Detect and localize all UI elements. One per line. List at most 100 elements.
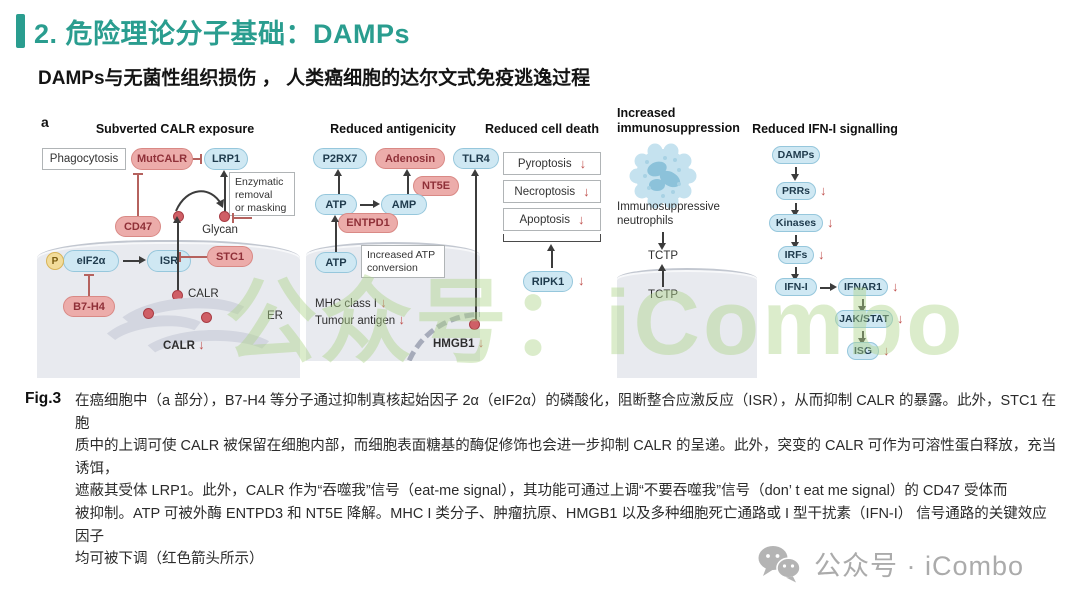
arrow-line — [123, 260, 139, 262]
down-arrow-icon — [892, 280, 899, 293]
arrow-down-icon — [791, 210, 799, 217]
arrow-down-icon — [858, 306, 866, 313]
pill-damps: DAMPs — [772, 146, 820, 164]
inhibition-line — [181, 256, 207, 258]
pill-nt5e: NT5E — [413, 176, 459, 196]
arrow-down-icon — [791, 174, 799, 181]
arrow-up-icon — [547, 244, 555, 251]
panel-title-cell-death: Reduced cell death — [485, 122, 599, 136]
pill-irfs: IRFs — [778, 246, 814, 264]
glycan-transfer-arrow — [175, 190, 224, 212]
arrow-line — [335, 220, 337, 253]
pathway-text: Apoptosis — [519, 213, 570, 226]
glycan-dot — [219, 211, 230, 222]
arrow-down-icon — [791, 274, 799, 281]
death-pathway-box: Apoptosis — [503, 208, 601, 231]
arrow-line — [224, 177, 226, 212]
conversion-line: conversion — [367, 262, 418, 274]
mhc-label: MHC class I — [315, 295, 387, 310]
inhibition-line — [88, 276, 90, 296]
inhibition-line — [234, 217, 252, 219]
arrow-line — [862, 299, 864, 307]
tumour-antigen-label: Tumour antigen — [315, 312, 405, 327]
inhibition-cap — [200, 154, 202, 164]
pill-tlr4: TLR4 — [453, 148, 499, 169]
caption-line: 被抑制。ATP 可被外酶 ENTPD3 和 NT5E 降解。MHC I 类分子、… — [75, 505, 1047, 545]
glycan-label: Glycan — [202, 224, 238, 236]
pill-jakstat: JAK/STAT — [835, 310, 893, 328]
pathway-text: Necroptosis — [514, 185, 576, 198]
calr-down-text: CALR — [163, 340, 195, 352]
calr-dot — [201, 312, 212, 323]
tctp-inner-label: TCTP — [647, 289, 679, 301]
wechat-icon — [758, 545, 801, 582]
pill-adenosin: Adenosin — [375, 148, 445, 169]
panel-title-antigenicity: Reduced antigenicity — [330, 122, 456, 136]
pill-ifnar1: IFNAR1 — [838, 278, 888, 296]
page-subtitle: DAMPs与无菌性组织损伤 ， 人类癌细胞的达尔文式免疫逃逸过程 — [38, 68, 591, 89]
arrow-right-icon — [830, 283, 837, 291]
atp-conversion-box: Increased ATP conversion — [361, 245, 445, 278]
death-pathway-box: Necroptosis — [503, 180, 601, 203]
tumour-antigen-text: Tumour antigen — [315, 315, 396, 327]
down-arrow-icon — [578, 213, 585, 226]
down-arrow-icon — [897, 312, 904, 325]
caption-line: 在癌细胞中（a 部分），B7-H4 等分子通过抑制真核起始因子 2α（eIF2α… — [75, 393, 1057, 432]
hmgb1-label: HMGB1 — [433, 335, 485, 350]
down-arrow-icon — [398, 312, 405, 327]
arrow-line — [662, 232, 664, 244]
pill-b7h4: B7-H4 — [63, 296, 115, 317]
down-arrow-icon — [478, 335, 485, 350]
page-title: 2. 危险理论分子基础：DAMPs — [34, 19, 411, 49]
pill-mutcalr: MutCALR — [131, 148, 193, 170]
down-arrow-icon — [198, 337, 205, 352]
pill-ifn1: IFN-I — [775, 278, 817, 296]
arrow-line — [795, 167, 797, 175]
arrow-line — [475, 175, 477, 322]
arrow-line — [551, 250, 553, 268]
arrow-line — [338, 175, 340, 194]
hmgb1-text: HMGB1 — [433, 338, 475, 350]
calr-dot — [143, 308, 154, 319]
phospho-p-badge: P — [46, 252, 64, 270]
enzymatic-line: Enzymatic — [235, 176, 284, 188]
pill-amp: AMP — [381, 194, 427, 215]
arrow-line — [795, 203, 797, 211]
arrow-up-icon — [334, 169, 342, 176]
pill-cd47: CD47 — [115, 216, 161, 237]
arrow-down-icon — [791, 242, 799, 249]
figure-caption: 在癌细胞中（a 部分），B7-H4 等分子通过抑制真核起始因子 2α（eIF2α… — [75, 390, 1060, 571]
pill-entpd1: ENTPD1 — [338, 213, 398, 233]
down-arrow-icon — [583, 185, 590, 198]
enzymatic-line: or masking — [235, 202, 287, 214]
death-pathway-box: Pyroptosis — [503, 152, 601, 175]
conversion-line: Increased ATP — [367, 249, 436, 261]
pill-lrp1: LRP1 — [204, 148, 248, 170]
arrow-line — [360, 204, 374, 206]
title-accent-bar — [16, 14, 25, 48]
tctp-outer-label: TCTP — [647, 250, 679, 262]
phagocytosis-box: Phagocytosis — [42, 148, 126, 170]
calr-down-label: CALR — [163, 337, 205, 352]
arrow-line — [862, 331, 864, 339]
arrow-up-icon — [220, 170, 228, 177]
down-arrow-icon — [820, 184, 827, 197]
calr-label: CALR — [188, 288, 219, 300]
arrow-line — [407, 175, 409, 194]
pathway-text: Pyroptosis — [517, 157, 572, 170]
arrow-up-icon — [658, 264, 666, 271]
arrow-line — [820, 287, 831, 289]
panel-title-immuno: Increased immunosuppression — [617, 106, 740, 135]
hmgb1-dot — [469, 319, 480, 330]
arrow-up-icon — [403, 169, 411, 176]
arrow-up-icon — [471, 169, 479, 176]
inhibition-cap — [179, 252, 181, 262]
caption-line: 均可被下调（红色箭头所示） — [75, 551, 264, 568]
down-arrow-icon — [380, 295, 387, 310]
down-arrow-icon — [827, 216, 834, 229]
er-label: ER — [267, 310, 283, 322]
neutrophils-label: Immunosuppressive neutrophils — [617, 201, 720, 227]
pill-atp-inner: ATP — [315, 252, 357, 273]
inhibition-cap — [133, 173, 143, 175]
